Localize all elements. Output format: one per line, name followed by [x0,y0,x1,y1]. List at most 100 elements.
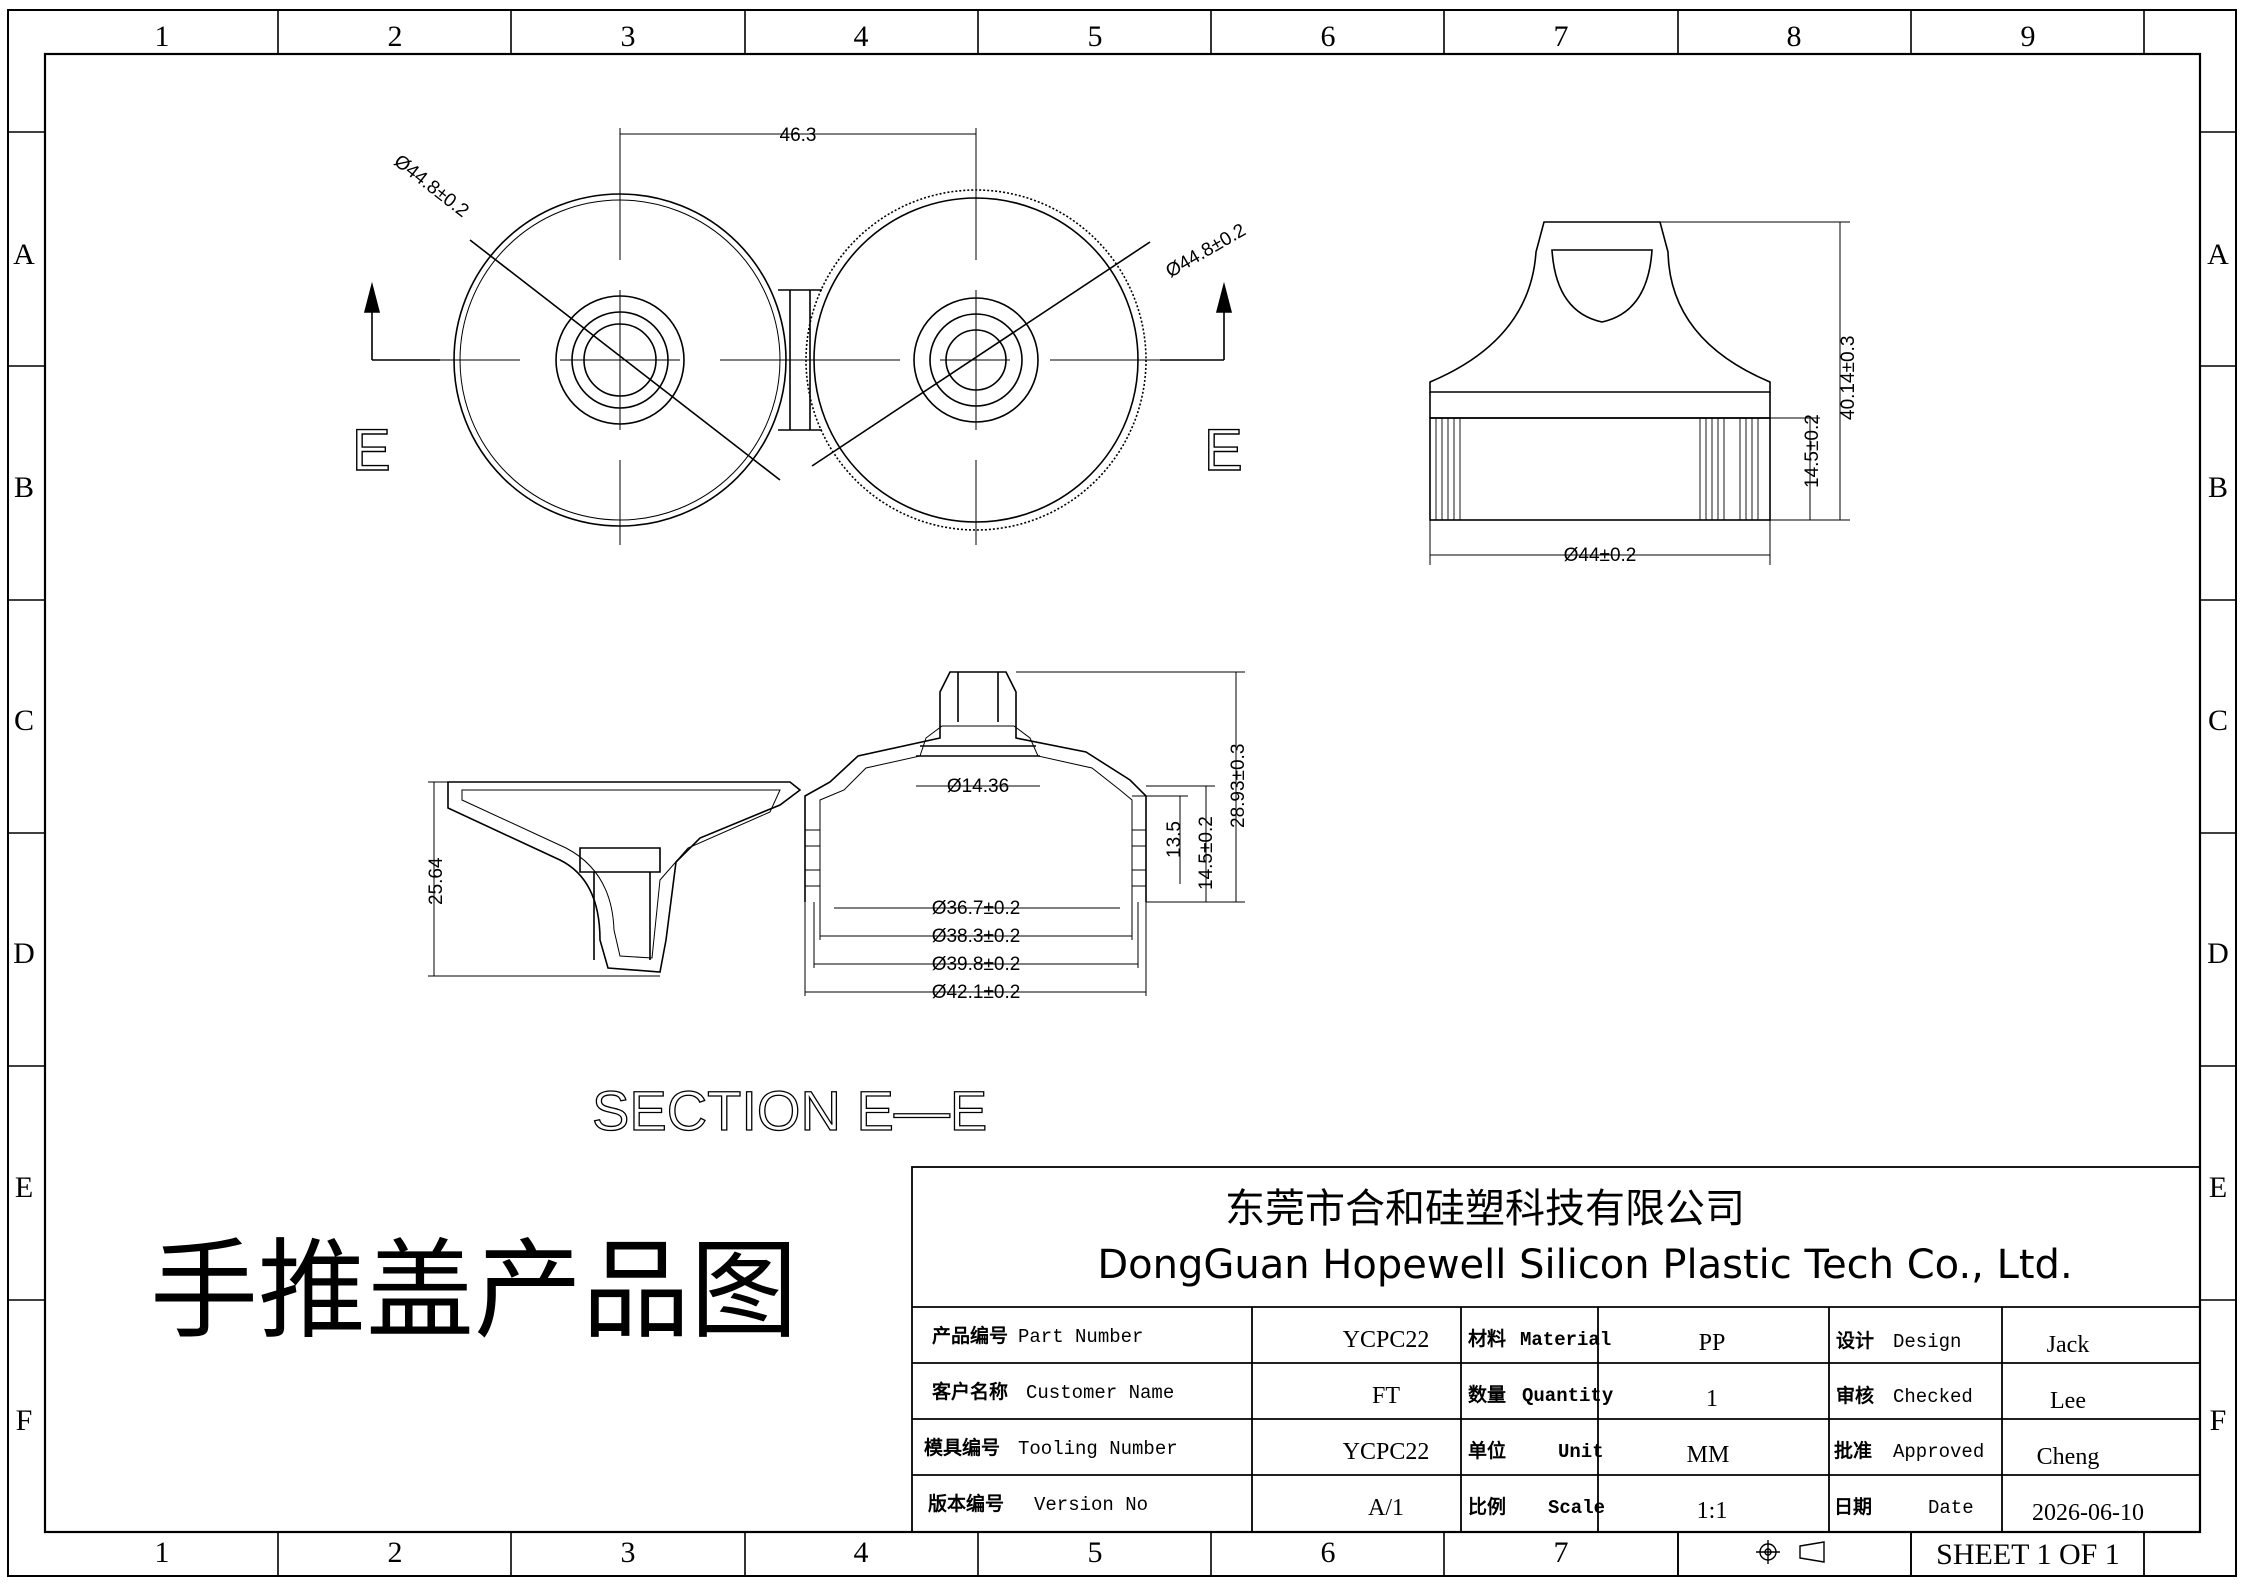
row-label: D [2207,937,2229,970]
col-label: 2 [388,1536,403,1569]
company-name-en: DongGuan Hopewell Silicon Plastic Tech C… [1097,1242,2072,1288]
side-cap-top [1429,221,1771,393]
company-name-cn: 东莞市合和硅塑科技有限公司 [1225,1186,1745,1232]
section-nozzle-bore [916,672,1040,757]
section-body-inner [819,725,1133,902]
right-diameter-label: Ø44.8±0.2 [1162,220,1249,282]
scale-label-en: Scale [1548,1497,1605,1519]
section-d-36-7: Ø36.7±0.2 [932,898,1021,919]
row-label: A [2207,238,2229,271]
date-label-en: Date [1928,1497,1974,1519]
side-diameter-label: Ø44±0.2 [1564,545,1637,566]
section-cut-line [371,290,1225,361]
left-diameter-label: Ø44.8±0.2 [390,151,473,222]
product-title: 手推盖产品图 [150,1229,798,1354]
col-label: 3 [621,20,636,53]
title-block-rows: 产品编号 Part Number YCPC22 材料 Material PP 设… [924,1324,2144,1526]
unit-value: MM [1687,1442,1730,1468]
section-dim-25-64: 25.64 [426,857,447,905]
side-cap-thread-band [1429,417,1771,521]
checked-label-cn: 审核 [1836,1384,1874,1407]
row-label: A [13,238,35,271]
right-diameter-leader [811,241,1151,467]
zone-ticks [8,10,2236,1576]
section-lid-outer [447,781,802,973]
approved-value: Cheng [2037,1444,2100,1470]
section-title: SECTION E—E [592,1079,987,1142]
version-label-en: Version No [1034,1494,1148,1516]
col-label: 4 [854,1536,869,1569]
approved-label-en: Approved [1893,1441,1984,1463]
row-label: C [2208,704,2228,737]
side-cap-knurl [1435,418,1759,520]
quantity-label-cn: 数量 [1468,1383,1506,1406]
side-view [1429,221,1850,565]
version-label-cn: 版本编号 [928,1492,1004,1515]
row-label: E [2209,1171,2227,1204]
section-arrow-left [363,281,381,313]
section-dim-13-5: 13.5 [1164,821,1185,858]
side-dims [1429,221,1850,565]
center-distance-label: 46.3 [780,125,817,146]
row-label: B [2208,471,2228,504]
col-label: 6 [1321,20,1336,53]
col-label: 1 [155,1536,170,1569]
left-diameter-leader [469,239,781,481]
quantity-value: 1 [1706,1386,1718,1412]
part-number-label-en: Part Number [1018,1326,1143,1348]
title-block [911,1166,2201,1576]
hinge-link [778,289,822,431]
customer-name-label-en: Customer Name [1026,1382,1174,1404]
date-label-cn: 日期 [1834,1496,1872,1518]
checked-value: Lee [2050,1388,2086,1414]
col-label: 3 [621,1536,636,1569]
section-view [428,671,1245,996]
section-letter-right: E [1204,418,1243,483]
col-label: 7 [1554,1536,1569,1569]
section-arrow-right [1215,281,1233,313]
col-label: 8 [1787,20,1802,53]
column-labels-top: 1 2 3 4 5 6 7 8 9 [155,20,2036,53]
sheet-number: SHEET 1 OF 1 [1936,1538,2120,1571]
section-threads [805,829,1146,887]
col-label: 1 [155,20,170,53]
tooling-number-label-en: Tooling Number [1018,1438,1178,1460]
col-label: 6 [1321,1536,1336,1569]
row-label: C [14,704,34,737]
customer-name-label-cn: 客户名称 [932,1380,1008,1403]
col-label: 5 [1088,1536,1103,1569]
row-label: B [14,471,34,504]
design-label-cn: 设计 [1836,1330,1874,1352]
scale-value: 1:1 [1697,1498,1728,1524]
side-height-label: 40.14±0.3 [1838,336,1859,420]
section-letter-left: E [352,418,391,483]
customer-name-value: FT [1372,1383,1400,1409]
quantity-label-en: Quantity [1522,1385,1614,1407]
section-d-39-8: Ø39.8±0.2 [932,954,1021,975]
row-label: D [13,937,35,970]
unit-label-cn: 单位 [1468,1439,1506,1462]
unit-label-en: Unit [1558,1441,1604,1463]
version-value: A/1 [1368,1495,1404,1521]
material-value: PP [1699,1330,1726,1356]
column-labels-bottom: 1 2 3 4 5 6 7 [155,1536,1569,1569]
section-dim-14-5: 14.5±0.2 [1196,816,1217,890]
side-thread-height-label: 14.5±0.2 [1802,414,1823,488]
part-number-label-cn: 产品编号 [932,1324,1008,1347]
section-lid-inner [461,789,781,959]
tooling-number-value: YCPC22 [1343,1439,1430,1465]
section-lid-plug [579,847,661,960]
side-cap-ring-opening [1551,249,1653,323]
row-label: E [15,1171,33,1204]
outer-border [7,9,2237,1577]
part-number-value: YCPC22 [1343,1327,1430,1353]
section-dim-28-93: 28.93±0.3 [1228,744,1249,828]
col-label: 5 [1088,20,1103,53]
row-label: F [16,1404,33,1437]
section-body-outer [804,671,1147,902]
section-nozzle-diameter-label: Ø14.36 [947,776,1009,797]
date-value: 2026-06-10 [2032,1500,2144,1526]
col-label: 7 [1554,20,1569,53]
section-dims [428,671,1245,996]
col-label: 9 [2021,20,2036,53]
